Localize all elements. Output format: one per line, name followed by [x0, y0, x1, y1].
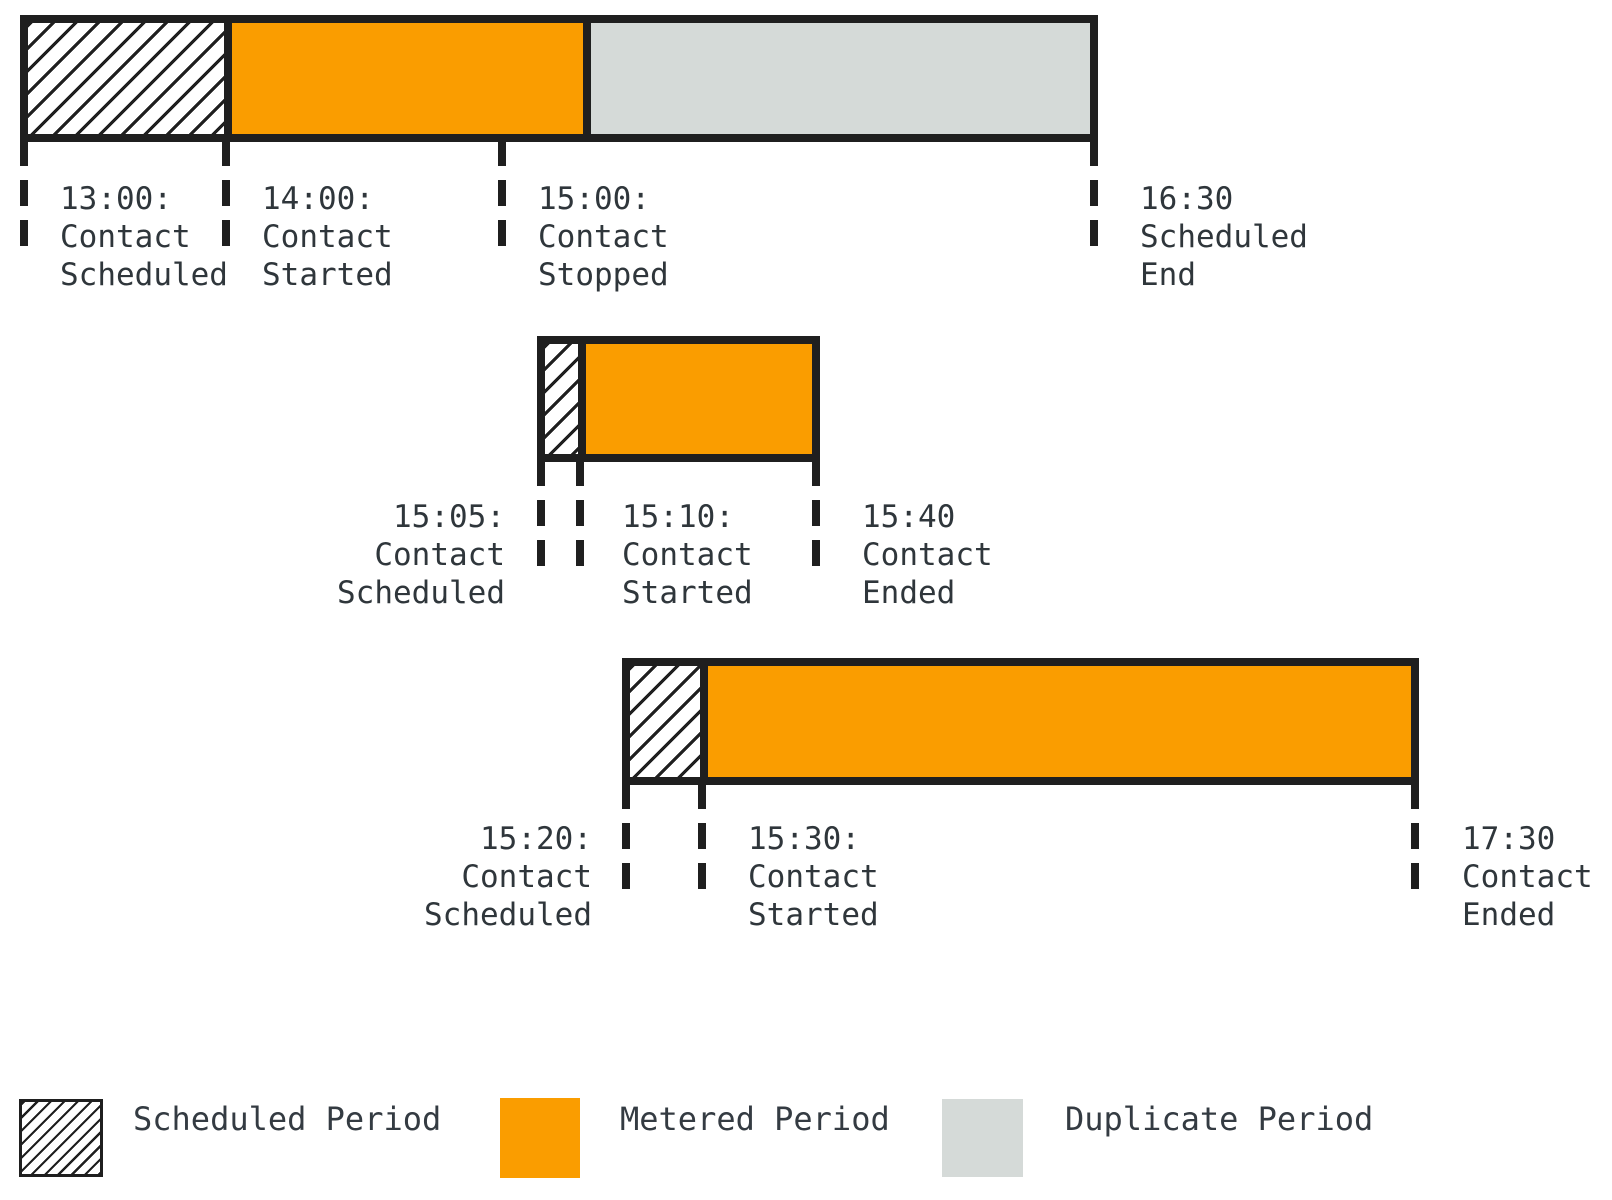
legend-swatch-duplicate [942, 1099, 1023, 1177]
time-marker-label: 15:30: Contact Started [748, 821, 879, 933]
timeline-bar-second-contact [537, 336, 820, 462]
legend-label-scheduled: Scheduled Period [133, 1100, 442, 1138]
time-marker-label: 13:00: Contact Scheduled [60, 181, 228, 293]
tick-icon [622, 785, 630, 809]
tick-icon [1411, 785, 1419, 809]
dash-icon [698, 823, 706, 849]
time-marker-14-00 [222, 142, 230, 246]
time-marker-15-00 [498, 142, 506, 246]
dash-icon [576, 500, 584, 526]
legend-swatch-scheduled [19, 1099, 103, 1177]
time-marker-label: 15:20: Contact Scheduled [424, 821, 592, 933]
time-marker-label: 15:40 Contact Ended [862, 499, 993, 611]
dash-icon [622, 823, 630, 849]
timeline-bar-third-contact [622, 658, 1419, 785]
dash-icon [222, 220, 230, 246]
tick-icon [812, 462, 820, 486]
time-marker-15-40 [812, 462, 820, 566]
metered-period-segment [700, 666, 1411, 777]
time-marker-15-20 [622, 785, 630, 889]
metered-period-segment [578, 344, 812, 454]
tick-icon [576, 462, 584, 486]
time-marker-15-30 [698, 785, 706, 889]
legend-swatch-metered [500, 1098, 580, 1178]
dash-icon [498, 180, 506, 206]
dash-icon [1411, 823, 1419, 849]
duplicate-period-segment [583, 23, 1090, 134]
time-marker-15-05 [537, 462, 545, 566]
dash-icon [622, 863, 630, 889]
tick-icon [498, 142, 506, 166]
time-marker-label: 17:30 Contact Ended [1462, 821, 1593, 933]
tick-icon [222, 142, 230, 166]
time-marker-13-00 [20, 142, 28, 246]
dash-icon [1090, 220, 1098, 246]
dash-icon [222, 180, 230, 206]
dash-icon [576, 540, 584, 566]
tick-icon [20, 142, 28, 166]
scheduled-period-segment [545, 344, 578, 454]
dash-icon [812, 540, 820, 566]
dash-icon [20, 180, 28, 206]
dash-icon [1411, 863, 1419, 889]
tick-icon [1090, 142, 1098, 166]
scheduled-period-segment [630, 666, 700, 777]
metered-period-segment [224, 23, 583, 134]
dash-icon [20, 220, 28, 246]
time-marker-label: 15:05: Contact Scheduled [337, 499, 505, 611]
scheduled-period-segment [28, 23, 224, 134]
time-marker-15-10 [576, 462, 584, 566]
dash-icon [812, 500, 820, 526]
tick-icon [698, 785, 706, 809]
dash-icon [498, 220, 506, 246]
legend-label-metered: Metered Period [620, 1100, 890, 1138]
legend-label-duplicate: Duplicate Period [1065, 1100, 1374, 1138]
tick-icon [537, 462, 545, 486]
dash-icon [1090, 180, 1098, 206]
timeline-bar-first-contact [20, 15, 1098, 142]
time-marker-label: 14:00: Contact Started [262, 181, 393, 293]
time-marker-label: 16:30 Scheduled End [1140, 181, 1308, 293]
time-marker-16-30 [1090, 142, 1098, 246]
time-marker-label: 15:10: Contact Started [622, 499, 753, 611]
dash-icon [537, 540, 545, 566]
time-marker-17-30 [1411, 785, 1419, 889]
time-marker-label: 15:00: Contact Stopped [538, 181, 669, 293]
dash-icon [537, 500, 545, 526]
dash-icon [698, 863, 706, 889]
